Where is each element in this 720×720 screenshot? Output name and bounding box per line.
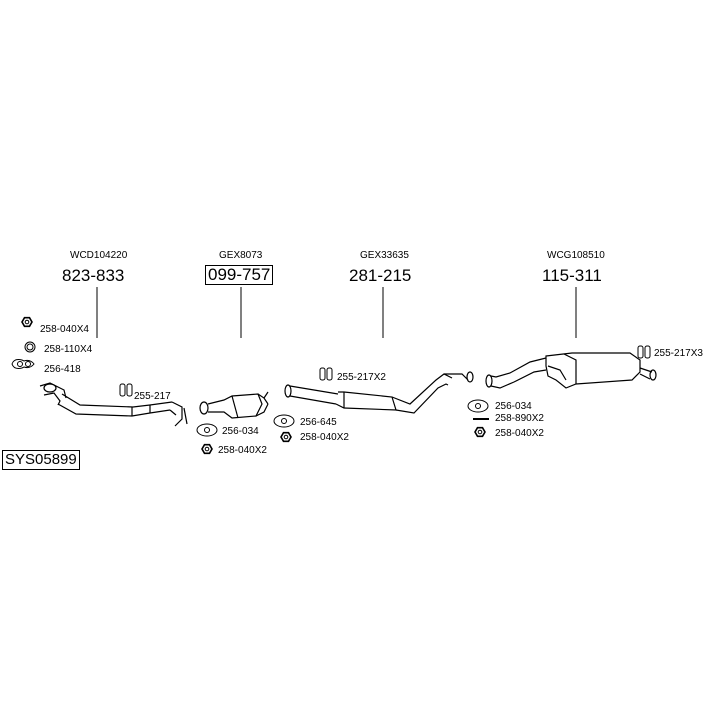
fitting-label[interactable]: 256-645 [300,417,337,428]
fitting-label[interactable]: 255-217 [134,391,171,402]
gasket-icon [273,414,295,428]
hex-nut-icon [21,316,33,328]
fitting-label[interactable]: 255-217X2 [337,372,386,383]
fitting-label[interactable]: 256-034 [495,401,532,412]
part-code-gex8073: GEX8073 [219,250,263,261]
part-number-115-311[interactable]: 115-311 [542,266,602,285]
fitting-label[interactable]: 258-040X2 [495,428,544,439]
part-number-823-833[interactable]: 823-833 [62,266,125,285]
fitting-label[interactable]: 258-040X4 [40,324,89,335]
front-pipe [39,382,188,427]
part-code-wcd104220: WCD104220 [70,250,128,261]
fitting-label[interactable]: 258-110X4 [44,344,93,355]
fitting-label[interactable]: 258-040X2 [218,445,267,456]
gasket-icon [196,423,218,437]
hex-nut-icon [201,443,213,455]
fitting-label[interactable]: 256-418 [44,364,81,375]
hanger-rubber-icon [319,367,333,381]
fitting-label[interactable]: 258-040X2 [300,432,349,443]
hanger-rubber-icon [637,345,651,359]
part-code-wcg108510: WCG108510 [547,250,605,261]
part-number-281-215[interactable]: 281-215 [349,266,412,285]
seal-ring-icon [24,341,36,353]
part-code-gex33635: GEX33635 [360,250,409,261]
hanger-rubber-icon [119,383,133,397]
hex-nut-icon [474,426,486,438]
gasket-icon [467,399,489,413]
catalytic-converter [199,391,269,419]
fitting-label[interactable]: 256-034 [222,426,259,437]
part-number-099-757[interactable]: 099-757 [205,265,274,285]
fitting-label[interactable]: 255-217X3 [654,348,703,359]
flange-gasket-icon [11,359,35,369]
intermediate-pipe [284,371,474,414]
rear-silencer [485,352,657,389]
system-id: SYS05899 [2,450,80,470]
hex-nut-icon [280,431,292,443]
fitting-label[interactable]: 258-890X2 [495,413,544,424]
